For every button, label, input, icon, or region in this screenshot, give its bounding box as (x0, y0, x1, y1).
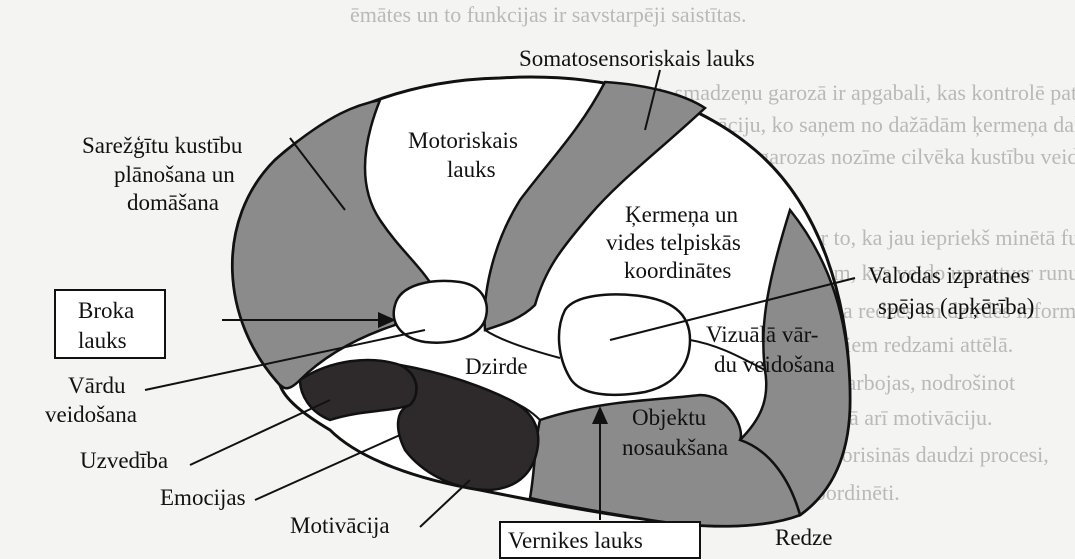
label-hearing: Dzirde (465, 354, 528, 379)
label-planning-2: plānošana un (114, 162, 235, 187)
label-emotions: Emocijas (160, 485, 246, 510)
leader-motivation (420, 480, 470, 527)
label-somatosensory: Somatosensoriskais lauks (519, 46, 755, 71)
label-word-formation-1: Vārdu (68, 373, 126, 398)
label-broca-1: Broka (78, 298, 134, 323)
label-coordinates-3: koordinātes (624, 258, 731, 283)
label-object-naming-1: Objektu (632, 405, 707, 430)
label-behavior: Uzvedība (80, 448, 168, 473)
label-comprehension-1: Valodas izpratnes (868, 263, 1030, 288)
leader-emotions (255, 435, 400, 500)
label-wernicke: Vernikes lauks (508, 528, 643, 553)
bg-line-1: ēmātes un to funkcijas ir savstarpēji sa… (350, 2, 747, 27)
label-visual-words-2: du veidošana (714, 352, 835, 377)
label-motor-1: Motoriskais (408, 128, 518, 153)
leader-behavior (190, 400, 330, 465)
label-broca-2: lauks (78, 328, 127, 353)
label-planning-1: Sarežģītu kustību (82, 133, 243, 158)
label-comprehension-2: spējas (apķērība) (878, 294, 1034, 320)
label-coordinates-1: Ķermeņa un (625, 202, 739, 228)
label-vision: Redze (775, 525, 832, 550)
label-visual-words-1: Vizuālā vār- (706, 322, 818, 347)
label-planning-3: domāšana (127, 190, 219, 215)
label-motivation: Motivācija (290, 513, 390, 538)
label-word-formation-2: veidošana (45, 402, 137, 427)
label-motor-2: lauks (447, 157, 496, 182)
label-coordinates-2: vides telpiskās (606, 230, 741, 255)
label-object-naming-2: nosaukšana (622, 435, 728, 460)
region-wernicke (559, 294, 690, 394)
